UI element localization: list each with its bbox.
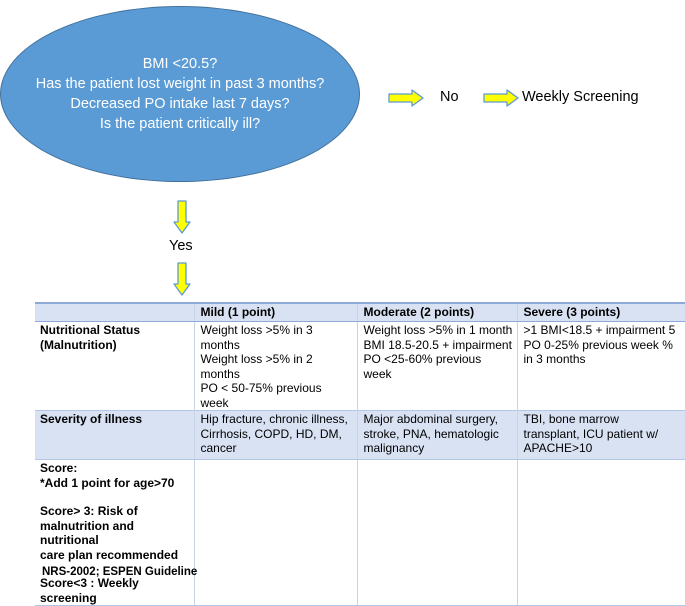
no-label: No (440, 89, 459, 105)
cell-severity-severe: TBI, bone marrow transplant, ICU patient… (516, 410, 685, 460)
nrs-scoring-table: Mild (1 point) Moderate (2 points) Sever… (35, 302, 685, 606)
header-mild: Mild (1 point) (193, 302, 357, 322)
table-row: Severity of illness Hip fracture, chroni… (35, 410, 685, 460)
table-row: Nutritional Status (Malnutrition) Weight… (35, 321, 685, 411)
question-critically-ill: Is the patient critically ill? (99, 116, 261, 132)
right-arrow-icon (388, 89, 424, 107)
table-row: Score: *Add 1 point for age>70 Score> 3:… (35, 459, 685, 606)
score-cell-empty (516, 459, 685, 606)
question-bmi: BMI <20.5? (142, 56, 218, 72)
header-cell-empty (35, 302, 194, 322)
score-risk-line: malnutrition and nutritional (40, 518, 134, 548)
citation-footer: NRS-2002; ESPEN Guideline (42, 566, 198, 578)
right-arrow-icon (483, 89, 519, 107)
cell-nutritional-mild: Weight loss >5% in 3 months Weight loss … (193, 321, 357, 411)
row-label-nutritional-status: Nutritional Status (Malnutrition) (40, 323, 141, 352)
score-risk-line: Score> 3: Risk of (40, 504, 138, 518)
weekly-screening-label: Weekly Screening (522, 89, 639, 105)
score-weekly: Score<3 : Weekly screening (40, 576, 139, 605)
score-age-note: *Add 1 point for age>70 (40, 475, 175, 490)
cell-nutritional-moderate: Weight loss >5% in 1 month BMI 18.5-20.5… (356, 321, 517, 411)
question-po-intake: Decreased PO intake last 7 days? (70, 96, 290, 112)
question-weight-loss: Has the patient lost weight in past 3 mo… (35, 76, 325, 92)
table-header-row: Mild (1 point) Moderate (2 points) Sever… (35, 302, 685, 322)
row-label-severity: Severity of illness (35, 410, 194, 460)
cell-nutritional-severe: >1 BMI<18.5 + impairment 5 PO 0-25% prev… (516, 321, 685, 411)
score-cell-empty (193, 459, 357, 606)
header-moderate: Moderate (2 points) (356, 302, 517, 322)
yes-label: Yes (169, 238, 193, 254)
score-cell-empty (356, 459, 517, 606)
cell-severity-moderate: Major abdominal surgery, stroke, PNA, he… (356, 410, 517, 460)
down-arrow-icon (173, 200, 191, 234)
down-arrow-icon (173, 262, 191, 296)
score-title: Score: (40, 461, 78, 475)
score-risk-line: care plan recommended (40, 547, 179, 562)
screening-question-ellipse: BMI <20.5? Has the patient lost weight i… (0, 6, 360, 182)
header-severe: Severe (3 points) (516, 302, 685, 322)
score-legend: Score: *Add 1 point for age>70 Score> 3:… (35, 459, 194, 606)
cell-severity-mild: Hip fracture, chronic illness, Cirrhosis… (193, 410, 357, 460)
